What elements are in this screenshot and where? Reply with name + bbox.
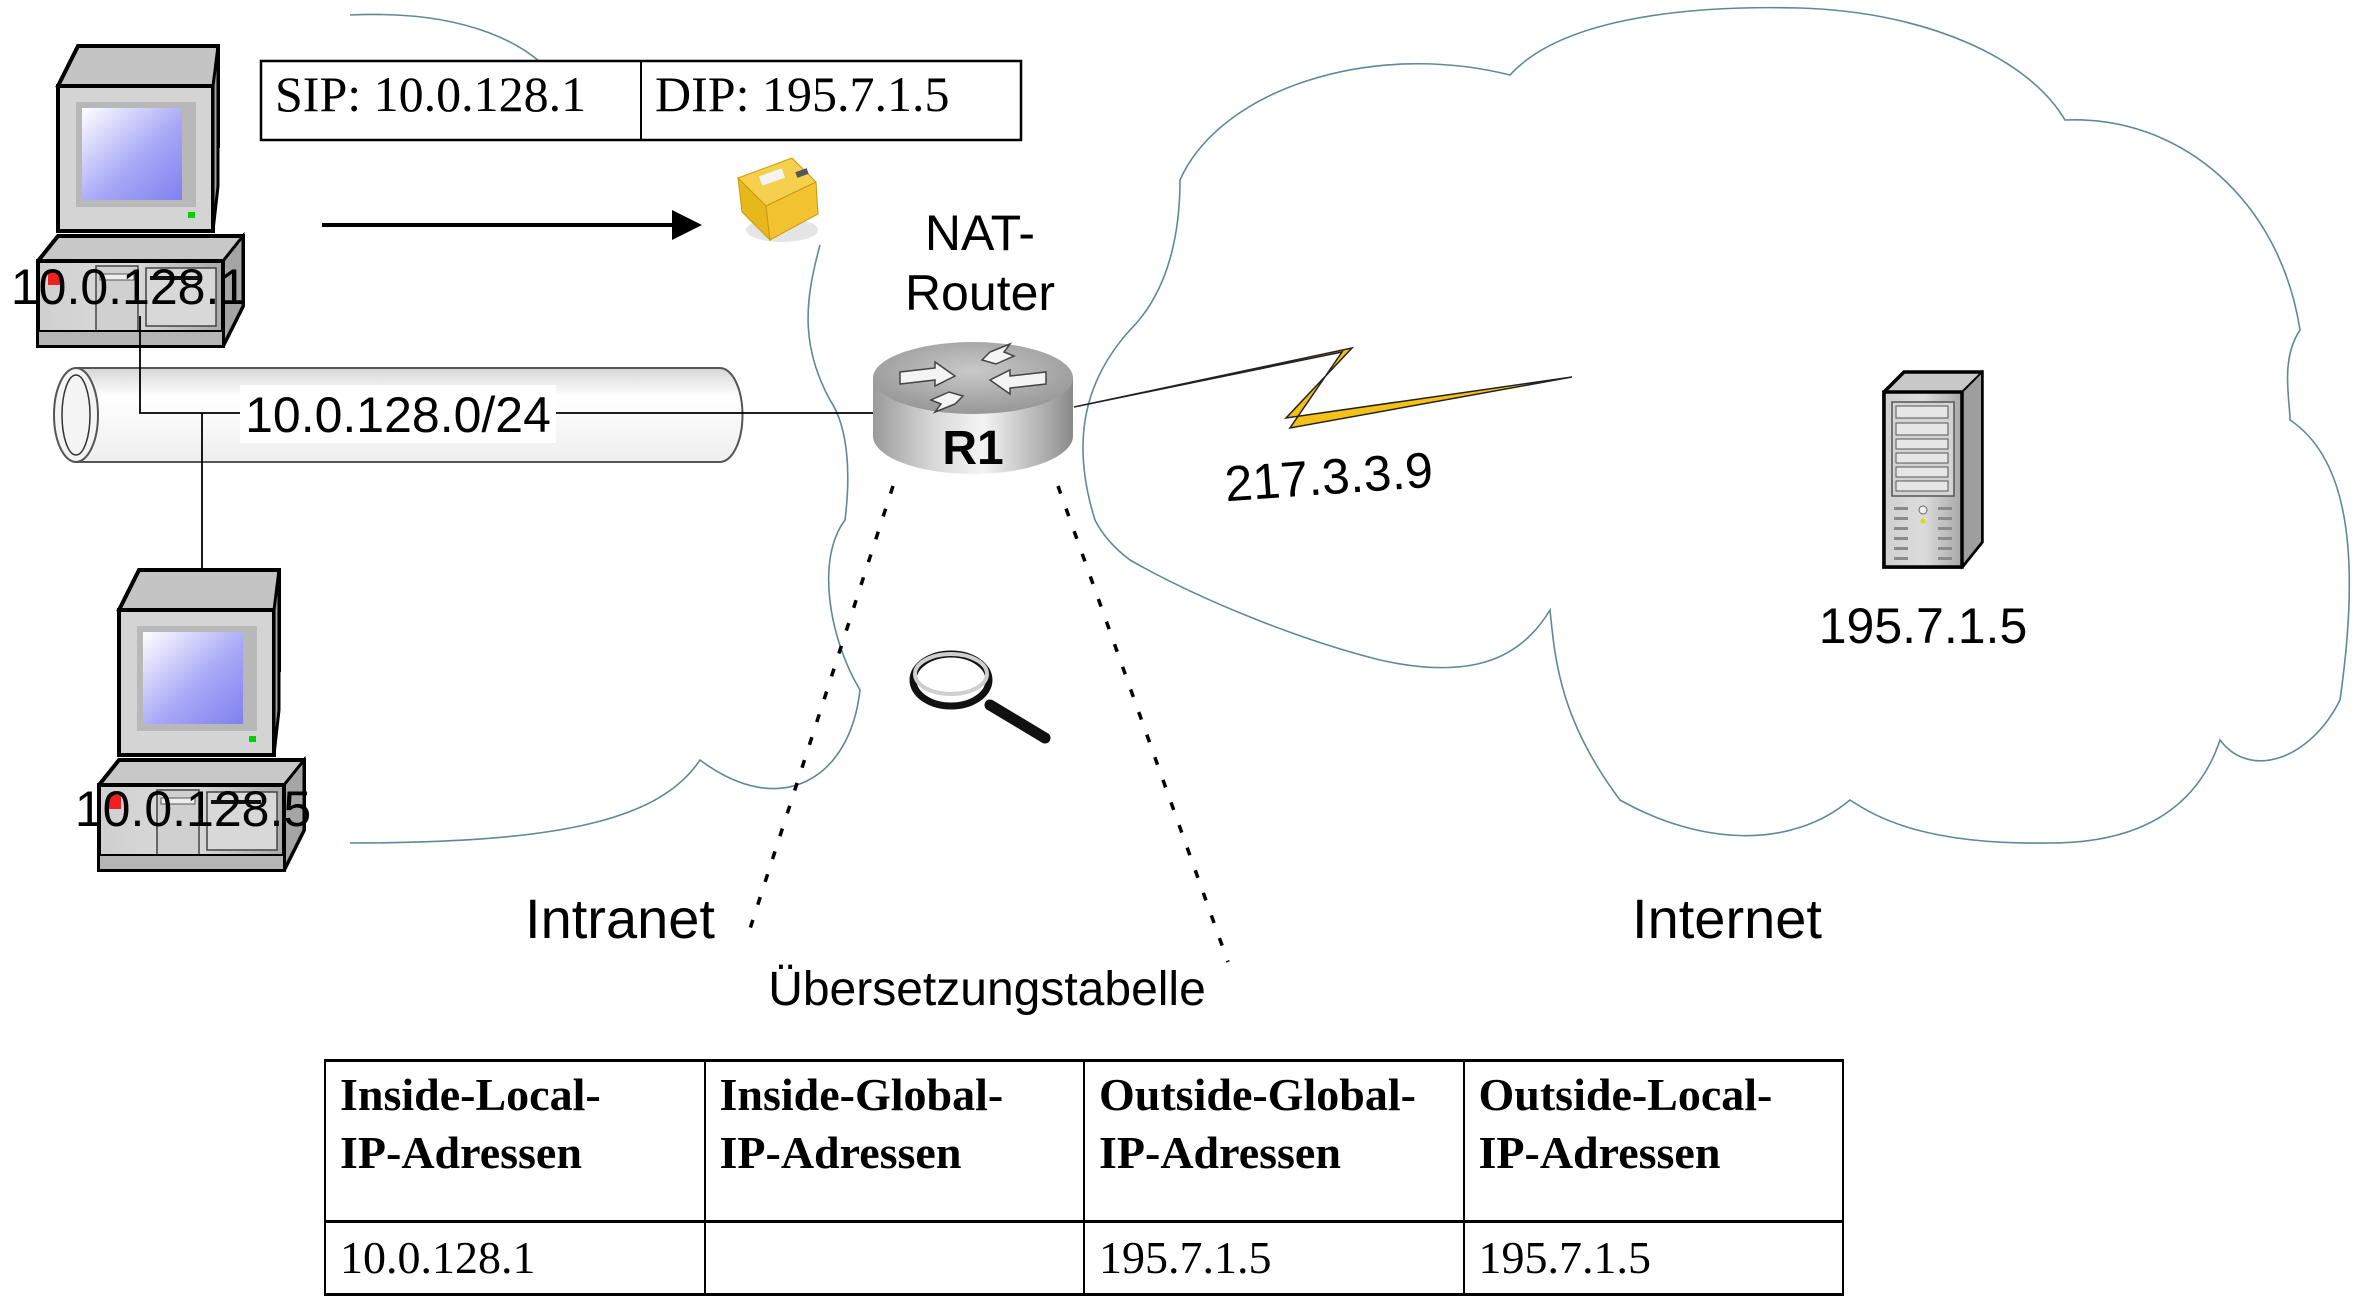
package-icon <box>737 157 819 242</box>
router-external-ip: 217.3.3.9 <box>1223 442 1435 512</box>
translation-table: Inside-Local-IP-Adressen Inside-Global-I… <box>324 1059 1844 1296</box>
router-title-line2: Router <box>905 265 1055 321</box>
desktop-pc-icon <box>36 44 245 348</box>
cell-outside-global: 195.7.1.5 <box>1083 1220 1465 1296</box>
router-icon: R1 <box>873 342 1073 475</box>
column-header-inside-local: Inside-Local-IP-Adressen <box>324 1059 706 1223</box>
destination-ip-field: DIP: 195.7.1.5 <box>655 66 949 122</box>
table-row: 10.0.128.1 195.7.1.5 195.7.1.5 <box>324 1220 1844 1296</box>
source-ip-field: SIP: 10.0.128.1 <box>275 66 586 122</box>
lan-connections <box>139 316 875 570</box>
router-name: R1 <box>942 422 1003 475</box>
intranet-label: Intranet <box>525 887 715 950</box>
arrow-right-icon <box>322 210 702 240</box>
tower-server-icon <box>1882 369 1984 570</box>
subnet-label: 10.0.128.0/24 <box>245 387 551 443</box>
translation-table-title: Übersetzungstabelle <box>768 963 1206 1016</box>
cell-inside-global <box>703 1220 1085 1296</box>
table-pointer-lines <box>746 485 1230 963</box>
column-header-outside-global: Outside-Global-IP-Adressen <box>1083 1059 1465 1223</box>
table-header-row: Inside-Local-IP-Adressen Inside-Global-I… <box>324 1059 1844 1223</box>
subnet-label-bg <box>240 385 556 443</box>
cell-inside-local: 10.0.128.1 <box>324 1220 706 1296</box>
internet-cloud <box>1082 6 2351 844</box>
lightning-bolt-icon <box>1073 346 1573 430</box>
column-header-outside-local: Outside-Local-IP-Adressen <box>1462 1059 1844 1223</box>
router-title-line1: NAT- <box>925 205 1035 261</box>
internet-label: Internet <box>1632 887 1822 950</box>
magnifier-icon <box>909 650 1051 744</box>
packet-header: SIP: 10.0.128.1 DIP: 195.7.1.5 <box>259 59 1023 142</box>
cell-outside-local: 195.7.1.5 <box>1462 1220 1844 1296</box>
server-ip-label: 195.7.1.5 <box>1819 598 2028 654</box>
host-ip-label: 10.0.128.5 <box>75 781 311 837</box>
host-ip-label: 10.0.128.1 <box>11 259 247 315</box>
desktop-pc-icon <box>97 568 306 872</box>
column-header-inside-global: Inside-Global-IP-Adressen <box>703 1059 1085 1223</box>
